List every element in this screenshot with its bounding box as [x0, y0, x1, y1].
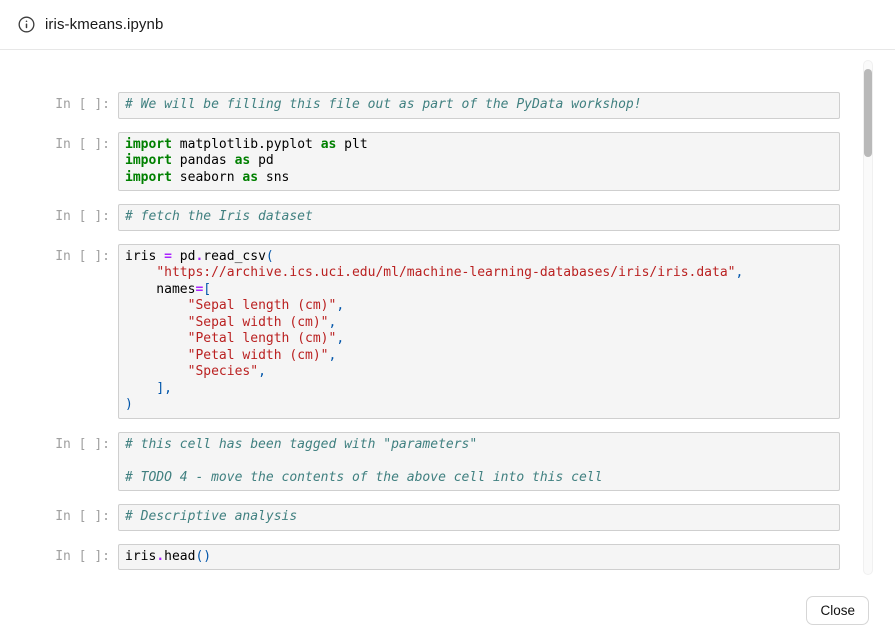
close-button[interactable]: Close — [806, 596, 869, 625]
vertical-scrollbar-thumb[interactable] — [864, 69, 872, 157]
cell-code: iris.head() — [118, 543, 840, 570]
cell-prompt: In [ ]: — [55, 248, 110, 264]
notebook-cell: In [ ]: # this cell has been tagged with … — [48, 431, 840, 491]
cell-code: iris = pd.read_csv( "https://archive.ics… — [118, 243, 840, 419]
cell-prompt: In [ ]: — [55, 548, 110, 564]
notebook-cell: In [ ]: iris.head() — [48, 543, 840, 570]
cell-code: # Descriptive analysis — [118, 504, 840, 531]
notebook-cell: In [ ]: # Descriptive analysis — [48, 504, 840, 531]
notebook-scroll-area: In [ ]: # We will be filling this file ou… — [0, 51, 895, 575]
modal-header: iris-kmeans.ipynb — [0, 0, 895, 50]
notebook-cell: In [ ]: # We will be filling this file ou… — [48, 92, 840, 119]
file-title: iris-kmeans.ipynb — [45, 16, 164, 33]
cell-prompt: In [ ]: — [55, 209, 110, 224]
cell-list: In [ ]: # We will be filling this file ou… — [48, 92, 840, 570]
info-circle-icon — [18, 16, 35, 33]
cell-code: # this cell has been tagged with "parame… — [118, 431, 840, 491]
notebook-cell: In [ ]: iris = pd.read_csv( "https://arch… — [48, 243, 840, 419]
cell-prompt: In [ ]: — [55, 136, 110, 152]
cell-prompt: In [ ]: — [55, 509, 110, 524]
cell-prompt: In [ ]: — [55, 436, 110, 452]
notebook-cell: In [ ]: # fetch the Iris dataset — [48, 204, 840, 231]
cell-code: # We will be filling this file out as pa… — [118, 92, 840, 119]
cell-code: # fetch the Iris dataset — [118, 204, 840, 231]
vertical-scrollbar-track[interactable] — [863, 60, 873, 575]
cell-prompt: In [ ]: — [55, 97, 110, 112]
